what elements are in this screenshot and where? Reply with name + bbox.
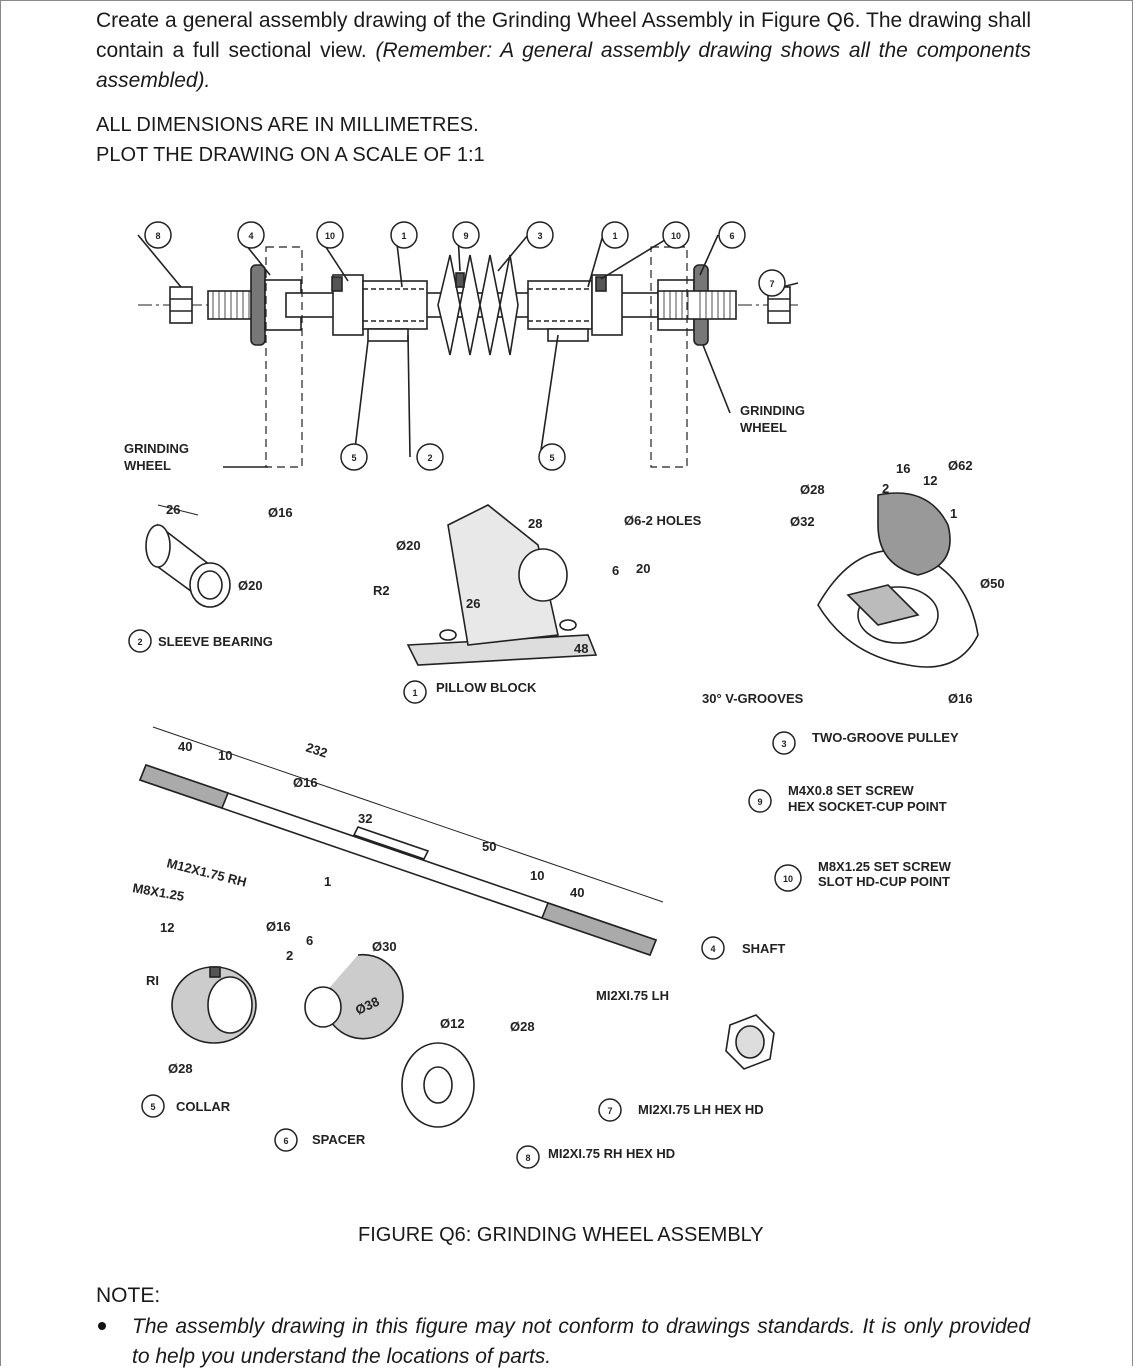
part-2-number: 2 (137, 637, 142, 647)
collar-dim-2: 2 (286, 948, 293, 963)
grinding-wheel-label-right-2: WHEEL (740, 420, 787, 435)
pulley-dim-bore: Ø16 (948, 691, 973, 706)
spacer-dim-28: Ø28 (510, 1019, 535, 1034)
part-8-number: 8 (525, 1153, 530, 1163)
sleeve-dim-outer: Ø20 (238, 578, 263, 593)
balloon-8: 10 (671, 231, 681, 241)
part-1-name: PILLOW BLOCK (436, 680, 537, 695)
pulley-dim-16: 16 (896, 461, 910, 476)
spacer-dim-30: Ø30 (372, 939, 397, 954)
figure-caption: FIGURE Q6: GRINDING WHEEL ASSEMBLY (358, 1224, 764, 1246)
part-10-name-2: SLOT HD-CUP POINT (818, 874, 950, 889)
pillow-dim-r2: R2 (373, 583, 390, 598)
balloon-11: 5 (351, 453, 356, 463)
shaft-dim-50: 50 (482, 839, 496, 854)
collar-dim-12: 12 (160, 920, 174, 935)
shaft-dim-10-right: 10 (530, 868, 544, 883)
pulley-dim-28: Ø28 (800, 482, 825, 497)
collar-dim-r1: RI (146, 973, 159, 988)
part-9-name-1: M4X0.8 SET SCREW (788, 783, 914, 798)
balloon-4: 1 (401, 231, 406, 241)
pillow-dim-26: 26 (466, 596, 480, 611)
part-1-number: 1 (412, 688, 417, 698)
pulley-dim-1: 1 (950, 506, 957, 521)
collar-dim-thread: M8X1.25 (131, 880, 185, 904)
spacer-dim-12: Ø12 (440, 1016, 465, 1031)
part-6-name: SPACER (312, 1132, 366, 1147)
note-text: The assembly drawing in this figure may … (132, 1315, 1030, 1368)
balloon-7: 1 (612, 231, 617, 241)
part-5-number: 5 (150, 1102, 155, 1112)
balloon-5: 9 (463, 231, 468, 241)
instructions-text: Create a general assembly drawing of the… (96, 9, 1031, 62)
pillow-dim-20: 20 (636, 561, 650, 576)
pulley-dim-grooves: 30° V-GROOVES (702, 691, 804, 706)
pillow-dim-bore: Ø20 (396, 538, 421, 553)
shaft-dim-16: Ø16 (293, 775, 318, 790)
shaft-dim-40-left: 40 (178, 739, 192, 754)
bullet-icon (98, 1322, 106, 1330)
part-3-number: 3 (781, 739, 786, 749)
part-10-name-1: M8X1.25 SET SCREW (818, 859, 952, 874)
pillow-dim-holes: Ø6-2 HOLES (624, 513, 702, 528)
part-6-number: 6 (283, 1136, 288, 1146)
balloon-12: 2 (427, 453, 432, 463)
part-2-name: SLEEVE BEARING (158, 634, 273, 649)
instructions-caps: ALL DIMENSIONS ARE IN MILLIMETRES. PLOT … (96, 110, 485, 170)
balloon-1: 8 (155, 231, 160, 241)
part-7-name: MI2XI.75 LH HEX HD (638, 1102, 764, 1117)
collar-dim-16: Ø16 (266, 919, 291, 934)
grinding-wheel-label-right-1: GRINDING (740, 403, 805, 418)
pulley-dim-2: 2 (882, 481, 889, 496)
shaft-dim-40-right: 40 (570, 885, 584, 900)
shaft-thread-left: MI2XI.75 LH (596, 988, 669, 1003)
pillow-dim-28: 28 (528, 516, 542, 531)
collar-dim-28: Ø28 (168, 1061, 193, 1076)
dimensions-note: ALL DIMENSIONS ARE IN MILLIMETRES. (96, 114, 479, 136)
pulley-dim-12: 12 (923, 473, 937, 488)
note-heading: NOTE: (96, 1284, 161, 1307)
pillow-dim-48: 48 (574, 641, 588, 656)
instructions-remember: (Remember: A general assembly drawing sh… (96, 39, 1031, 92)
shaft-dim-32: 32 (358, 811, 372, 826)
assembly-figure: 8 4 10 1 9 3 1 10 6 7 5 2 5 GRINDING WHE… (124, 221, 1005, 1169)
pillow-dim-6: 6 (612, 563, 619, 578)
collar-dim-6: 6 (306, 933, 313, 948)
balloon-9: 6 (729, 231, 734, 241)
balloon-13: 5 (549, 453, 554, 463)
part-7-number: 7 (607, 1106, 612, 1116)
instructions-paragraph: Create a general assembly drawing of the… (96, 6, 1031, 96)
balloon-3: 10 (325, 231, 335, 241)
balloon-2: 4 (248, 231, 253, 241)
part-4-name: SHAFT (742, 941, 785, 956)
shaft-dim-232: 232 (304, 740, 329, 761)
part-3-name: TWO-GROOVE PULLEY (812, 730, 959, 745)
shaft-dim-10-left: 10 (218, 748, 232, 763)
balloon-6: 3 (537, 231, 542, 241)
pulley-dim-32: Ø32 (790, 514, 815, 529)
grinding-wheel-label-left-1: GRINDING (124, 441, 189, 456)
scale-note: PLOT THE DRAWING ON A SCALE OF 1:1 (96, 144, 485, 166)
balloon-10: 7 (769, 279, 774, 289)
part-5-name: COLLAR (176, 1099, 231, 1114)
part-9-number: 9 (757, 797, 762, 807)
shaft-thread-right: M12X1.75 RH (165, 855, 248, 889)
grinding-wheel-label-left-2: WHEEL (124, 458, 171, 473)
part-10-number: 10 (783, 874, 793, 884)
sleeve-dim-inner: Ø16 (268, 505, 293, 520)
part-4-number: 4 (710, 944, 715, 954)
shaft-dim-1: 1 (324, 874, 331, 889)
part-8-name: MI2XI.75 RH HEX HD (548, 1146, 675, 1161)
sleeve-dim-length: 26 (166, 502, 180, 517)
pulley-dim-50: Ø50 (980, 576, 1005, 591)
part-9-name-2: HEX SOCKET-CUP POINT (788, 799, 947, 814)
pulley-dim-62: Ø62 (948, 458, 973, 473)
